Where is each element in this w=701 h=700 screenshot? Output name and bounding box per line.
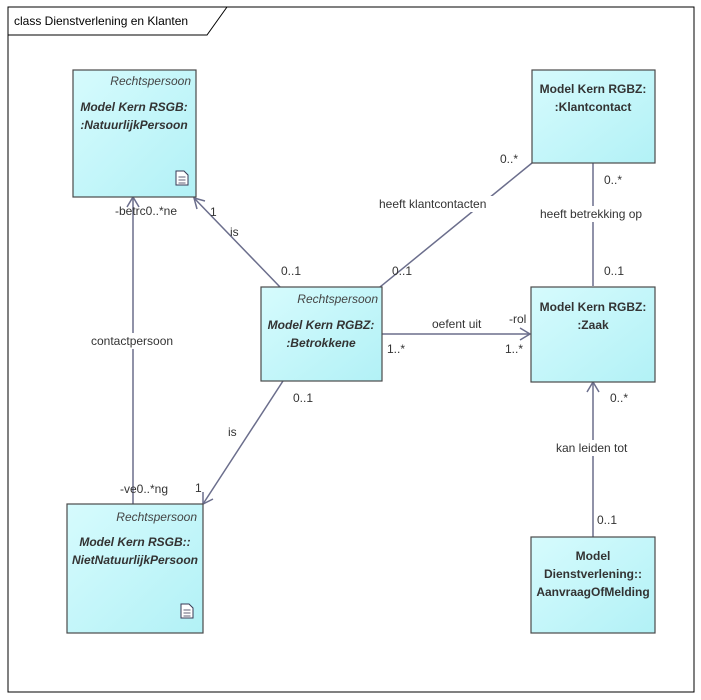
heeft-klantcontacten-label-bg — [376, 196, 500, 212]
association-label-oefent-uit: oefent uit — [432, 317, 482, 331]
class-name-line2: :Zaak — [577, 318, 609, 332]
association-label-is-np: is — [230, 225, 239, 239]
class-betrokkene[interactable]: Rechtspersoon Model Kern RGBZ: :Betrokke… — [260, 286, 383, 382]
class-name-line1: Model Kern RGBZ: — [268, 318, 375, 332]
class-name-line2: NietNatuurlijkPersoon — [72, 553, 198, 567]
association-label-heeft-betrekking-op: heeft betrekking op — [540, 207, 642, 221]
class-natuurlijk-persoon[interactable]: Rechtspersoon Model Kern RSGB: :Natuurli… — [72, 69, 197, 198]
multiplicity-leiden-top: 0..* — [610, 391, 628, 405]
class-name-line2: :Klantcontact — [555, 100, 632, 114]
kan-leiden-tot-label-bg — [554, 440, 634, 456]
class-name-line2: Dienstverlening:: — [544, 567, 642, 581]
association-label-contactpersoon: contactpersoon — [91, 334, 173, 348]
class-zaak[interactable]: Model Kern RGBZ: :Zaak — [530, 286, 656, 383]
association-oefent-uit[interactable] — [382, 327, 532, 341]
class-name-line2: :Betrokkene — [286, 336, 356, 350]
class-stereotype: Rechtspersoon — [297, 292, 378, 306]
class-klantcontact[interactable]: Model Kern RGBZ: :Klantcontact — [531, 69, 656, 164]
multiplicity-oefent-uit-target: 1..* — [505, 342, 523, 356]
class-stereotype: Rechtspersoon — [116, 510, 197, 524]
class-name-line1: Model — [576, 549, 611, 563]
association-label-is-nnp: is — [228, 425, 237, 439]
multiplicity-betrekking-top: 0..* — [604, 173, 622, 187]
class-stereotype: Rechtspersoon — [110, 74, 191, 88]
multiplicity-is-nnp-target: 1 — [195, 481, 202, 495]
document-icon — [180, 603, 194, 619]
multiplicity-is-np-source: 0..1 — [281, 264, 301, 278]
class-name-line1: Model Kern RSGB:: — [79, 535, 190, 549]
association-heeft-klantcontacten[interactable] — [379, 162, 533, 288]
frame-title-tab — [8, 6, 228, 36]
class-name-line3: AanvraagOfMelding — [536, 585, 649, 599]
class-name-line1: Model Kern RGBZ: — [540, 82, 647, 96]
frame-title: class Dienstverlening en Klanten — [14, 14, 188, 28]
role-contactpersoon-bottom: -ve0..*ng — [120, 482, 168, 496]
association-label-heeft-klantcontacten: heeft klantcontacten — [379, 197, 486, 211]
multiplicity-is-nnp-source: 0..1 — [293, 391, 313, 405]
class-name-line1: Model Kern RSGB: — [80, 100, 187, 114]
class-name-line2: :NatuurlijkPersoon — [80, 118, 187, 132]
multiplicity-oefent-uit-source: 1..* — [387, 342, 405, 356]
contactpersoon-label-bg — [88, 333, 182, 349]
document-icon — [175, 170, 189, 186]
association-label-kan-leiden-tot: kan leiden tot — [556, 441, 628, 455]
association-is-natuurlijk-persoon[interactable] — [192, 196, 281, 288]
multiplicity-klantcontacten-source: 0..1 — [392, 264, 412, 278]
class-name-line1: Model Kern RGBZ: — [540, 300, 647, 314]
role-contactpersoon-top: -betrc0..*ne — [115, 204, 177, 218]
multiplicity-klantcontacten-target: 0..* — [500, 152, 518, 166]
heeft-betrekking-op-label-bg — [538, 206, 652, 222]
multiplicity-betrekking-bottom: 0..1 — [604, 264, 624, 278]
role-oefent-uit: -rol — [509, 312, 526, 326]
multiplicity-leiden-bottom: 0..1 — [597, 513, 617, 527]
class-niet-natuurlijk-persoon[interactable]: Rechtspersoon Model Kern RSGB:: NietNatu… — [66, 503, 204, 634]
multiplicity-is-np-target: 1 — [210, 205, 217, 219]
class-aanvraag-of-melding[interactable]: Model Dienstverlening:: AanvraagOfMeldin… — [530, 536, 656, 634]
